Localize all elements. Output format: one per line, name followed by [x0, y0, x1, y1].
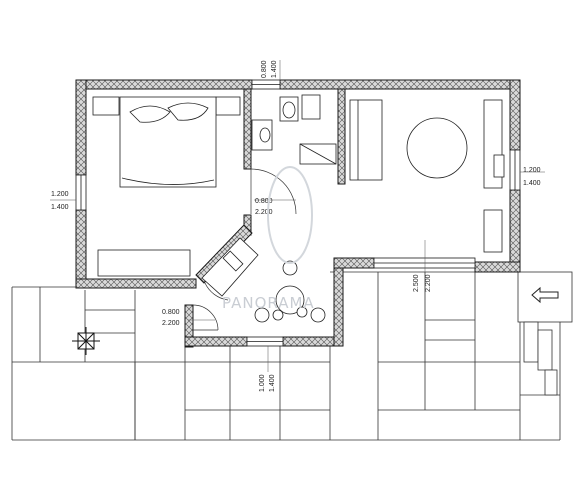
bathroom-fixtures	[251, 94, 337, 165]
hall-furniture	[201, 237, 326, 323]
dim-terrace-door-height: 2.200	[425, 274, 432, 292]
dim-left-window-width: 1.200	[51, 191, 69, 198]
dim-bath-door-width: 0.800	[255, 198, 273, 205]
door-swings	[192, 168, 297, 331]
dim-left-window-height: 1.400	[51, 204, 69, 211]
dim-top-window-width: 0.800	[261, 60, 268, 78]
dim-hall-door-height: 2.200	[162, 320, 180, 327]
dim-right-window-width: 1.200	[523, 167, 541, 174]
dimension-labels: 0.800 1.400 1.200 1.400 1.200 1.400 0.80…	[51, 60, 541, 392]
dimension-lines	[50, 60, 545, 372]
dim-right-window-height: 1.400	[523, 180, 541, 187]
watermark-text: PANORAMA	[222, 294, 315, 312]
dim-hall-door-width: 0.800	[162, 309, 180, 316]
dim-bath-door-height: 2.200	[255, 209, 273, 216]
dim-bottom-window-height: 1.400	[269, 374, 276, 392]
watermark: PANORAMA	[222, 166, 315, 312]
dim-bottom-window-width: 1.000	[259, 374, 266, 392]
dim-top-window-height: 1.400	[271, 60, 278, 78]
windows	[75, 79, 521, 347]
left-arrow-icon	[531, 286, 559, 304]
dim-terrace-door-width: 2.500	[413, 274, 420, 292]
column-cross-icon	[72, 327, 100, 355]
bedroom-furniture	[92, 96, 241, 277]
entry-steps	[517, 271, 573, 396]
living-furniture	[349, 99, 505, 253]
